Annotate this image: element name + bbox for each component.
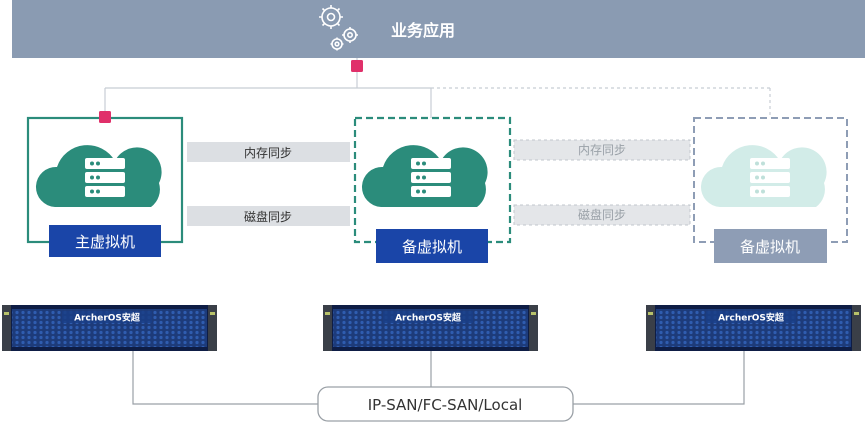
- storage-unit: ArcherOS安超: [323, 305, 538, 351]
- storage-network-label: IP-SAN/FC-SAN/Local: [368, 396, 523, 414]
- vm-primary: 主虚拟机: [26, 111, 184, 257]
- sync-link: 磁盘同步: [513, 204, 691, 226]
- gears-icon: [319, 5, 358, 51]
- vm-standby-2: 备虚拟机: [693, 117, 848, 263]
- cloud-server-icon: [700, 145, 827, 207]
- storage-brand: ArcherOS安超: [718, 312, 785, 324]
- connector-marker: [351, 60, 363, 72]
- sync-label: 内存同步: [244, 146, 292, 160]
- sync-label: 磁盘同步: [578, 207, 626, 222]
- sync-link: 磁盘同步: [187, 206, 350, 226]
- sync-label: 磁盘同步: [244, 209, 292, 224]
- storage-brand: ArcherOS安超: [74, 312, 141, 324]
- vm-label: 主虚拟机: [75, 233, 135, 251]
- cloud-server-icon: [35, 145, 162, 207]
- cloud-server-icon: [361, 145, 488, 207]
- storage-brand: ArcherOS安超: [395, 312, 462, 324]
- storage-unit: ArcherOS安超: [646, 305, 861, 351]
- storage-network-box: IP-SAN/FC-SAN/Local: [317, 386, 574, 422]
- sync-link: 内存同步: [513, 139, 691, 161]
- storage-unit: ArcherOS安超: [2, 305, 217, 351]
- vm-label-box: [376, 229, 488, 263]
- sync-label: 内存同步: [578, 143, 626, 157]
- vm-label: 备虚拟机: [402, 238, 462, 256]
- connector-marker: [99, 111, 111, 123]
- sync-link: 内存同步: [187, 142, 350, 162]
- storage-connectors: [132, 351, 745, 405]
- vm-standby-1: 备虚拟机: [353, 116, 512, 263]
- top-bar-title: 业务应用: [391, 21, 455, 40]
- vm-label: 备虚拟机: [740, 238, 800, 256]
- top-connectors: [104, 58, 771, 118]
- vm-label-box: [714, 229, 827, 263]
- top-bar: [12, 0, 865, 58]
- vm-label-box: [49, 225, 161, 257]
